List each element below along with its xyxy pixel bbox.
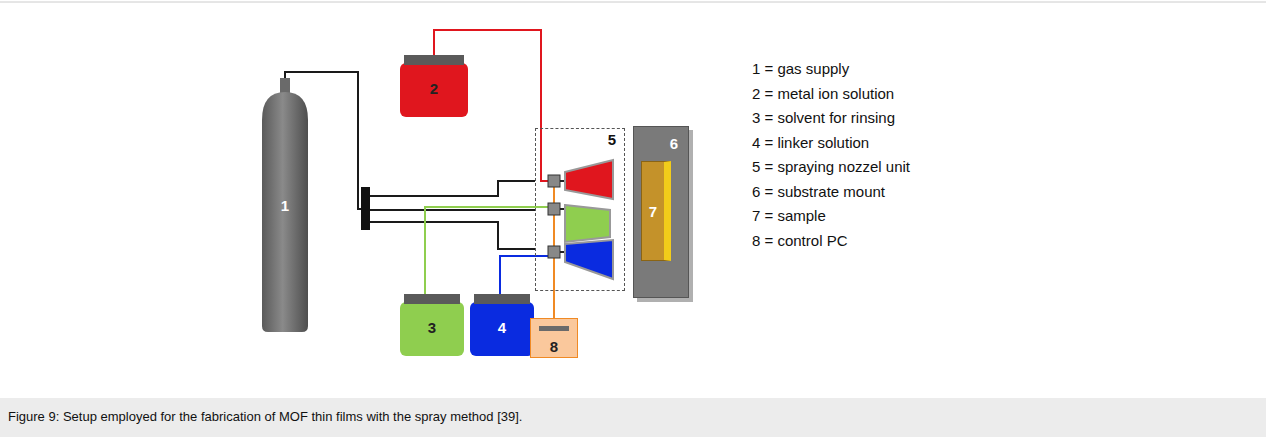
bottle-body: [400, 302, 464, 356]
callout-number: 2: [430, 80, 438, 97]
legend-text: 1 = gas supply: [752, 57, 910, 82]
label-list: 1 = gas supply2 = metal ion solution3 = …: [752, 57, 910, 253]
connector: [554, 291, 555, 318]
legend-text: 8 = control PC: [752, 229, 910, 254]
green-nozzle: [565, 205, 610, 242]
legend-text: 6 = substrate mount: [752, 180, 910, 205]
control-pc: 8: [530, 318, 578, 358]
bottle-cap: [404, 294, 460, 304]
bottle-cap: [474, 294, 530, 304]
caption-band: Figure 9: Setup employed for the fabrica…: [0, 398, 1266, 437]
figure-caption: Figure 9: Setup employed for the fabrica…: [0, 398, 1266, 424]
connector-line: [553, 291, 555, 318]
connector-line: [425, 207, 535, 294]
valve: [548, 203, 560, 215]
blue-nozzle: [565, 240, 613, 279]
legend-text: 2 = metal ion solution: [752, 82, 910, 107]
gas-manifold: [361, 187, 370, 230]
pc-display-bar: [539, 326, 569, 331]
valve: [548, 246, 560, 258]
nozzle-unit: 5: [535, 128, 625, 291]
bottle-cap: [404, 55, 464, 65]
callout-number: 4: [498, 319, 506, 336]
solution-bottle: 4: [470, 294, 534, 356]
bottle-body: [470, 302, 534, 356]
connector-line: [500, 256, 535, 294]
callout-number: 7: [649, 203, 657, 220]
legend-text: 4 = linker solution: [752, 131, 910, 156]
top-rule: [0, 2, 1266, 3]
linker-line: [535, 255, 548, 257]
valve: [548, 175, 560, 187]
callout-number: 5: [608, 131, 616, 148]
metal-line: [541, 128, 548, 181]
solution-bottle: 3: [400, 294, 464, 356]
legend-text: 3 = solvent for rinsing: [752, 106, 910, 131]
callout-number: 3: [428, 319, 436, 336]
solution-bottle: 2: [400, 55, 468, 117]
red-nozzle: [565, 160, 613, 199]
substrate-mount: 67: [633, 126, 689, 298]
gas-branch: [370, 222, 535, 249]
gas-branch: [370, 209, 535, 211]
legend-text: 5 = spraying nozzel unit: [752, 155, 910, 180]
callout-number: 8: [550, 338, 558, 355]
cylinder-neck: [280, 78, 290, 94]
connector: [500, 256, 535, 294]
bottle-body: [400, 63, 468, 117]
cylinder-body: [262, 92, 308, 332]
callout-number: 1: [281, 197, 289, 214]
rinse-line: [535, 206, 548, 208]
legend-text: 7 = sample: [752, 204, 910, 229]
gas-branch: [370, 181, 535, 196]
callout-number: 6: [670, 135, 678, 152]
connector: [425, 207, 535, 294]
sample-plate: 7: [641, 161, 671, 261]
gas-cylinder: 1: [262, 78, 308, 332]
